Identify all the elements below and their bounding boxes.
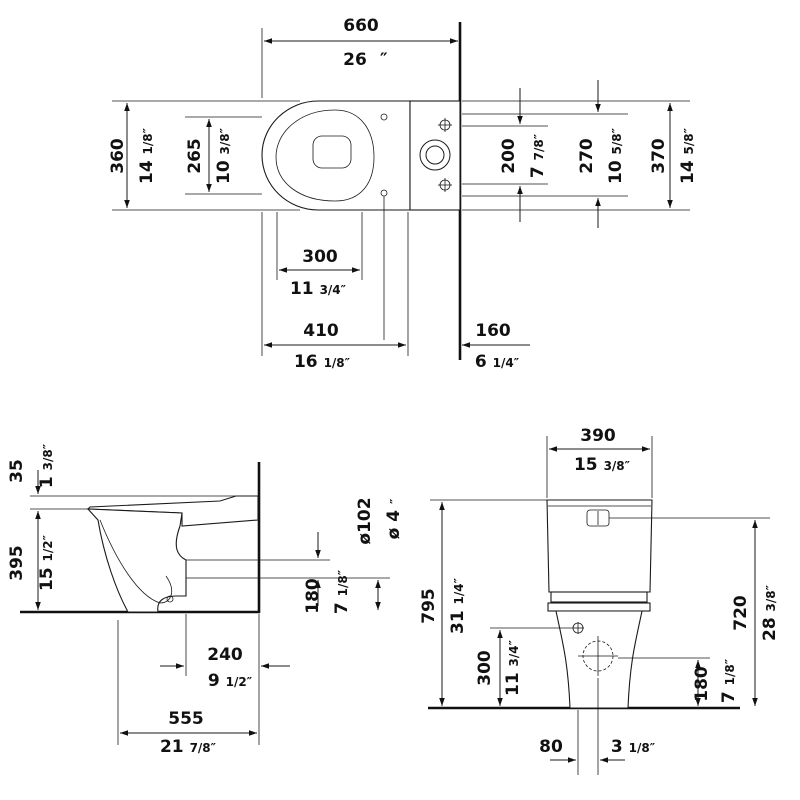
dim-160-mm: 160 [475, 321, 511, 341]
svg-text:14 5/8″: 14 5/8″ [678, 127, 698, 184]
svg-text:28 3/8″: 28 3/8″ [760, 584, 780, 641]
dim-35-mm: 35 [7, 459, 27, 483]
svg-text:6 1/4″: 6 1/4″ [475, 352, 520, 372]
dim-795-mm: 795 [419, 588, 439, 624]
dim-180-side-in: 7 [332, 602, 352, 614]
dim-370-mm: 370 [649, 138, 669, 174]
svg-text:7 1/8″: 7 1/8″ [719, 658, 739, 703]
dim-660-in: 26 [343, 50, 367, 70]
svg-text:″: ″ [380, 50, 388, 70]
svg-text:31 1/4″: 31 1/4″ [448, 577, 468, 634]
dim-660-mm: 660 [343, 16, 379, 36]
flush-button-icon [419, 139, 451, 171]
side-view: 35 1 3/8″ 395 15 1/2″ ø102 ø 4 ″ 180 7 1… [7, 443, 404, 757]
dim-200-mm: 200 [499, 138, 519, 174]
dim-395-mm: 395 [7, 545, 27, 581]
svg-text:15 3/8″: 15 3/8″ [574, 455, 631, 475]
svg-text:ø 4 ″: ø 4 ″ [384, 498, 404, 539]
dim-180-front-in: 7 [719, 691, 739, 703]
dim-360-mm: 360 [108, 138, 128, 174]
dim-370-in: 14 [678, 160, 698, 184]
svg-text:11 3/4″: 11 3/4″ [503, 639, 523, 696]
bowl-body [86, 508, 187, 613]
svg-text:10 3/8″: 10 3/8″ [214, 127, 234, 184]
svg-text:7 1/8″: 7 1/8″ [332, 569, 352, 614]
svg-text:14 1/8″: 14 1/8″ [137, 127, 157, 184]
dim-555-mm: 555 [168, 709, 204, 729]
dim-720-mm: 720 [731, 595, 751, 631]
dim-390-mm: 390 [580, 426, 616, 446]
dim-410-mm: 410 [303, 321, 339, 341]
dim-180-side-mm: 180 [303, 578, 323, 614]
dim-270-mm: 270 [577, 138, 597, 174]
dim-300-front-mm: 300 [475, 650, 495, 686]
svg-text:10 5/8″: 10 5/8″ [606, 127, 626, 184]
dim-dia-in: ø 4 [384, 510, 404, 540]
cistern-front [546, 499, 653, 593]
drain-opening [312, 135, 352, 169]
dim-240-in: 9 [208, 671, 220, 691]
svg-text:11 3/4″: 11 3/4″ [290, 279, 347, 299]
dim-200-in: 7 [528, 166, 548, 178]
top-view: 660 26 ″ 360 14 1/8″ 265 10 3/8″ 200 7 7… [108, 16, 698, 372]
seat-band [550, 591, 648, 603]
dim-80-in: 3 [611, 737, 623, 757]
bowl-outline [261, 100, 411, 211]
dim-720-in: 28 [760, 617, 780, 641]
front-view: 390 15 3/8″ 795 31 1/4″ 720 28 3/8″ 300 … [419, 426, 780, 775]
dim-795-in: 31 [448, 610, 468, 634]
dim-300-in: 11 [290, 279, 314, 299]
dim-300-front-in: 11 [503, 672, 523, 696]
svg-text:16 1/8″: 16 1/8″ [294, 352, 351, 372]
dim-265-in: 10 [214, 160, 234, 184]
dim-395-in: 15 [37, 567, 57, 591]
dim-265-mm: 265 [185, 138, 205, 174]
dim-410-in: 16 [294, 352, 318, 372]
dim-80-mm: 80 [539, 737, 563, 757]
dim-270-in: 10 [606, 160, 626, 184]
svg-text:15 1/2″: 15 1/2″ [37, 534, 57, 591]
svg-text:21 7/8″: 21 7/8″ [160, 737, 217, 757]
dim-160-in: 6 [475, 352, 487, 372]
svg-text:9 1/2″: 9 1/2″ [208, 671, 253, 691]
dim-180-front-mm: 180 [692, 666, 712, 702]
svg-text:1 3/8″: 1 3/8″ [37, 443, 57, 488]
seat-opening [275, 109, 375, 202]
dim-300-mm: 300 [302, 247, 338, 267]
dim-555-in: 21 [160, 737, 184, 757]
seat-lid [86, 495, 259, 527]
pedestal [555, 610, 643, 709]
dim-390-in: 15 [574, 455, 598, 475]
dim-35-in: 1 [37, 476, 57, 488]
dim-240-mm: 240 [207, 645, 243, 665]
dim-360-in: 14 [137, 160, 157, 184]
cistern-top [409, 100, 461, 211]
svg-text:3 1/8″: 3 1/8″ [611, 737, 656, 757]
dim-dia-mm: ø102 [355, 497, 375, 544]
svg-text:7 7/8″: 7 7/8″ [528, 133, 548, 178]
